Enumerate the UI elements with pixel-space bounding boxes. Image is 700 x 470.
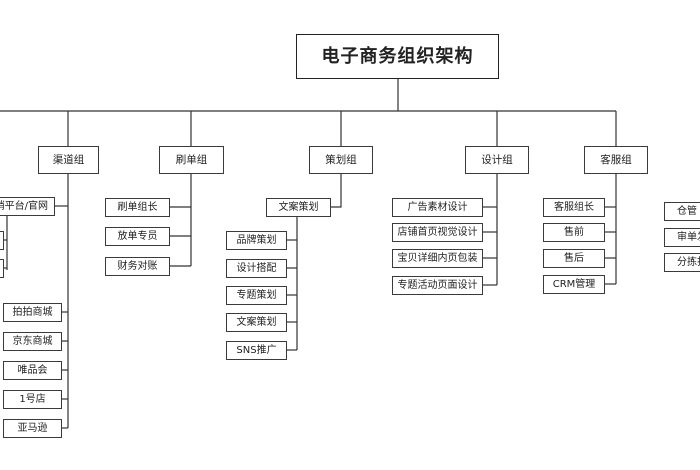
channel-item-platform: 销平台/官网 (0, 197, 55, 216)
channel-item-yhd: 1号店 (3, 390, 62, 409)
sheji-item-ad-material: 广告素材设计 (392, 198, 483, 217)
group-shuadan: 刷单组 (159, 146, 224, 174)
cehua-item-copywriting-2: 文案策划 (226, 313, 287, 332)
cehua-item-topic: 专题策划 (226, 286, 287, 305)
sheji-item-event-page: 专题活动页面设计 (392, 276, 483, 295)
sheji-item-detail-page: 宝贝详细内页包装 (392, 249, 483, 268)
group-kefu: 客服组 (584, 146, 648, 174)
root-title: 电子商务组织架构 (296, 34, 499, 79)
channel-item-vip: 唯品会 (3, 361, 62, 380)
kefu-item-aftersale: 售后 (543, 249, 605, 268)
channel-item-jd: 京东商城 (3, 332, 62, 351)
warehouse-item-sorting: 分拣打 (664, 253, 700, 272)
sheji-item-homepage: 店铺首页视觉设计 (392, 223, 483, 242)
cehua-item-brand: 品牌策划 (226, 231, 287, 250)
channel-item-stub-2 (0, 259, 4, 278)
kefu-item-presale: 售前 (543, 223, 605, 242)
shuadan-item-leader: 刷单组长 (105, 198, 170, 217)
warehouse-item-review: 审单发 (664, 228, 700, 247)
cehua-item-copywriting: 文案策划 (266, 198, 331, 217)
group-sheji: 设计组 (465, 146, 529, 174)
channel-item-stub-1 (0, 231, 4, 250)
channel-item-paipai: 拍拍商城 (3, 303, 62, 322)
kefu-item-leader: 客服组长 (543, 198, 605, 217)
cehua-item-design-match: 设计搭配 (226, 259, 287, 278)
cehua-drop (331, 174, 342, 208)
group-qudao: 渠道组 (38, 146, 99, 174)
cehua-item-sns: SNS推广 (226, 341, 287, 360)
shuadan-item-dispatcher: 放单专员 (105, 227, 170, 246)
warehouse-item-keeper: 仓管 (664, 202, 700, 221)
shuadan-item-finance: 财务对账 (105, 257, 170, 276)
kefu-item-crm: CRM管理 (543, 275, 605, 294)
group-cehua: 策划组 (309, 146, 373, 174)
channel-item-amazon: 亚马逊 (3, 419, 62, 438)
